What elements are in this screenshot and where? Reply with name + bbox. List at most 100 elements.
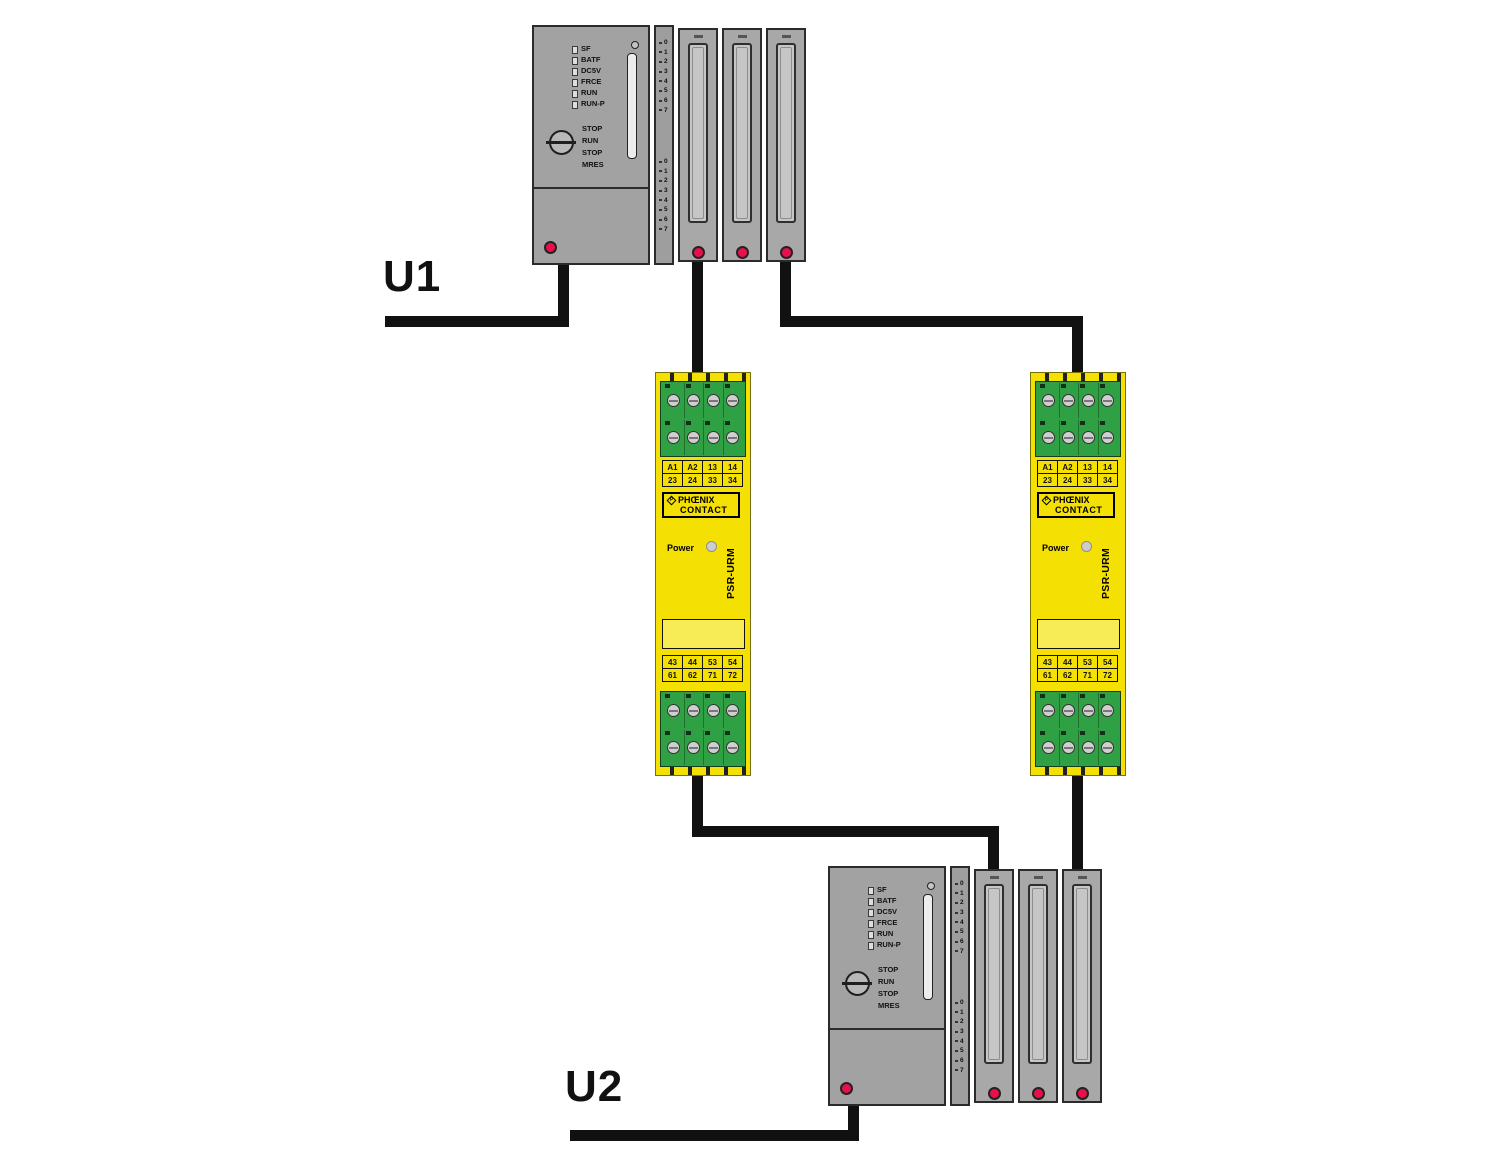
brand-phoenix: PHŒNIX (678, 495, 715, 505)
terminal-label: A1 (662, 460, 683, 474)
wire-psr-right-to-plc2 (1072, 766, 1083, 874)
io-module-1 (974, 869, 1014, 1103)
mode-switch-label: STOP (582, 148, 603, 157)
terminal-label: 53 (702, 655, 723, 669)
channel-number: 6 (659, 97, 668, 107)
terminal-cell (722, 420, 742, 455)
screw-terminal-icon (1042, 704, 1055, 717)
terminal-cell (664, 730, 683, 765)
mode-switch-label: RUN (582, 136, 599, 145)
terminal-label: 61 (662, 668, 683, 682)
power-label: Power (667, 543, 695, 553)
terminal-label: 71 (1077, 668, 1098, 682)
terminal-cell (1078, 730, 1097, 765)
io-module-1 (678, 28, 718, 262)
power-led-indicator (706, 541, 717, 552)
terminal-label: 24 (682, 473, 703, 487)
terminal-cell (683, 730, 703, 765)
brand-contact: CONTACT (1055, 505, 1103, 515)
channel-number: 3 (955, 1028, 964, 1038)
wire-plc1-module3-vertical (780, 252, 791, 327)
terminal-cell (1039, 420, 1058, 455)
screw-row (1036, 692, 1120, 729)
terminal-cell (1097, 383, 1117, 418)
terminal-cell (703, 383, 722, 418)
power-label: Power (1042, 543, 1070, 553)
terminal-cell (703, 420, 722, 455)
cpu-power-led (840, 1082, 853, 1095)
module-cover (776, 43, 796, 223)
channel-number: 5 (955, 1047, 964, 1057)
terminal-cell (1097, 420, 1117, 455)
channel-number: 6 (955, 938, 964, 948)
label-u1: U1 (383, 252, 442, 301)
screw-terminal-icon (687, 394, 701, 407)
status-led-label: FRCE (868, 918, 901, 929)
channel-number: 1 (955, 890, 964, 900)
wire-psr-left-to-plc2-horizontal (692, 826, 999, 837)
mode-switch-label: STOP (582, 124, 603, 133)
terminal-cell (1097, 693, 1117, 728)
screw-terminal-icon (706, 394, 720, 407)
screw-terminal-icon (1081, 431, 1095, 444)
module-cover (688, 43, 708, 223)
status-led-label: RUN (868, 929, 901, 940)
screw-terminal-icon (687, 704, 701, 717)
screw-terminal-icon (667, 394, 680, 407)
mode-switch-knob (546, 130, 576, 155)
channel-number: 1 (955, 1009, 964, 1019)
terminal-label: 34 (1097, 473, 1118, 487)
terminal-cell (664, 420, 683, 455)
mode-switch-knob (842, 971, 872, 996)
memory-card-slot (923, 894, 933, 1000)
channel-number: 3 (659, 68, 668, 78)
screw-terminal-icon (1101, 704, 1115, 717)
channel-number: 5 (659, 206, 668, 216)
mode-switch-label: STOP (878, 965, 899, 974)
status-led-label: RUN-P (572, 99, 605, 110)
io-module-2 (722, 28, 762, 262)
phoenix-contact-logo: P PHŒNIX CONTACT (662, 492, 740, 518)
terminal-cell (683, 693, 703, 728)
screw-terminal-icon (706, 704, 720, 717)
channel-number: 0 (955, 999, 964, 1009)
module-status-led (780, 246, 793, 259)
screw-terminal-icon (1062, 394, 1076, 407)
terminal-cell (1097, 730, 1117, 765)
terminal-block-bottom (1035, 691, 1121, 767)
terminal-cell (703, 693, 722, 728)
terminal-cell (664, 693, 683, 728)
model-label: PSR-URM (725, 547, 737, 599)
module-cover (984, 884, 1004, 1064)
logo-line-phoenix: P PHŒNIX (1041, 495, 1111, 505)
screw-terminal-icon (687, 431, 701, 444)
terminal-cell (1039, 693, 1058, 728)
screw-terminal-icon (1042, 741, 1055, 754)
terminal-cell (1058, 420, 1078, 455)
terminal-cell (722, 693, 742, 728)
screw-terminal-icon (726, 704, 740, 717)
channel-number: 6 (659, 216, 668, 226)
screw-row (1036, 729, 1120, 766)
terminal-cell (722, 730, 742, 765)
terminal-label: 33 (1077, 473, 1098, 487)
screw-terminal-icon (687, 741, 701, 754)
channel-number: 4 (955, 1038, 964, 1048)
module-cover (732, 43, 752, 223)
terminal-label: 33 (702, 473, 723, 487)
terminal-block-top (660, 381, 746, 457)
channel-number: 7 (659, 226, 668, 236)
channel-number: 5 (955, 928, 964, 938)
